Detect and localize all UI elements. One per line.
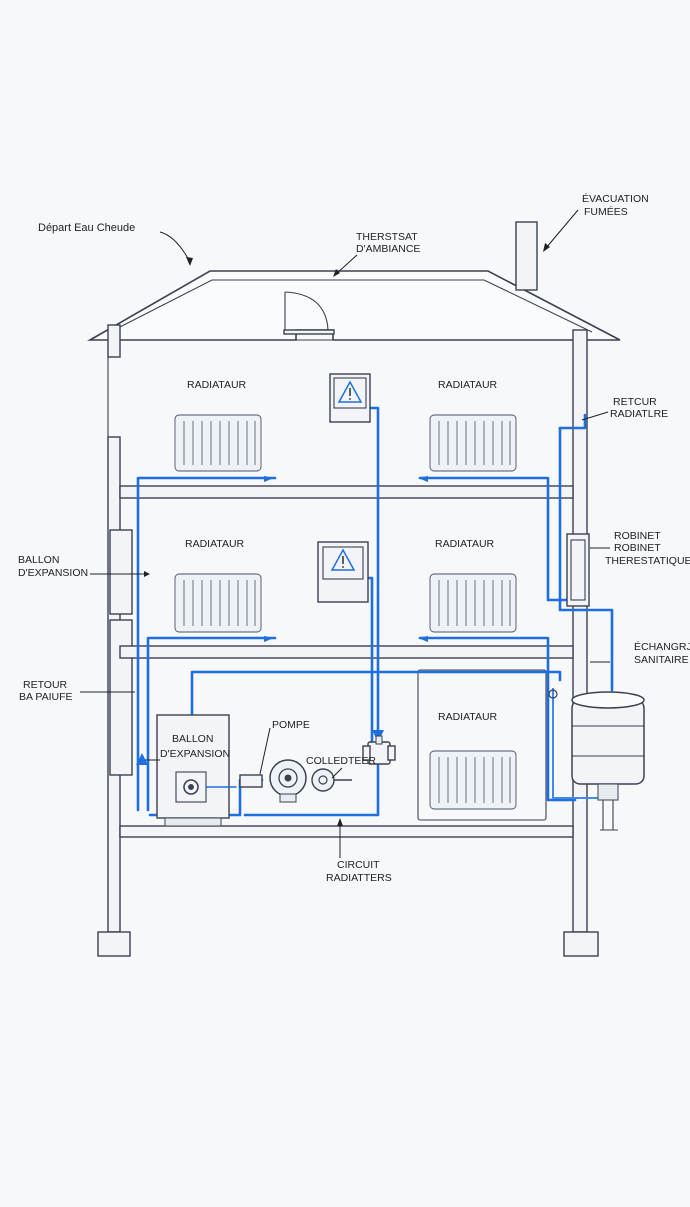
label-ballon-expansion-2: D'EXPANSION: [18, 567, 88, 579]
ground-room-frame: [417, 669, 547, 821]
label-robinet-3: THERESTATIQUE: [605, 555, 690, 567]
chimney: [515, 221, 538, 291]
label-radiator: RADIATAUR: [187, 379, 247, 391]
valve-icon: [566, 533, 590, 607]
label-echangeur-1: ÉCHANGRJR: [634, 640, 690, 653]
radiator-icon: [174, 573, 262, 633]
boiler: [156, 714, 237, 827]
pump-icon: [311, 768, 352, 792]
label-ballon-expansion-1: BALLON: [18, 554, 59, 566]
floors: [119, 485, 574, 838]
label-thermostat-1: THERSTSAT: [356, 231, 418, 243]
radiator-icon: [429, 750, 517, 810]
label-thermostat-2: D'AMBIANCE: [356, 243, 420, 255]
label-ballon-box-2: D'EXPANSION: [160, 748, 230, 760]
label-retour-chaudiere-2: BA PAIUFE: [19, 691, 73, 703]
label-robinet-2: ROBINET: [614, 542, 661, 554]
label-robinet-1: ROBINET: [614, 530, 661, 542]
label-retour-radiateur-1: RETCUR: [613, 396, 657, 408]
tank-icon: [548, 689, 645, 831]
radiator-icon: [174, 414, 262, 472]
roof: [87, 270, 621, 341]
warning-icon: [329, 373, 371, 423]
label-retour-chaudiere-1: RETOUR: [23, 679, 68, 691]
label-radiator: RADIATAUR: [435, 538, 495, 550]
label-ballon-box-1: BALLON: [172, 733, 213, 745]
label-retour-radiateur-2: RADIATLRE: [610, 408, 668, 420]
valve-icon: [362, 735, 396, 765]
warning-icon: [317, 541, 369, 603]
label-echangeur-2: SANITAIRE: [634, 654, 689, 666]
pump-icon: [239, 759, 307, 803]
leader-lines: [80, 209, 610, 858]
label-circuit-2: RADIATTERS: [326, 872, 392, 884]
label-collecteur: COLLEDTEER: [306, 755, 376, 767]
radiator-icon: [429, 414, 517, 472]
label-depart-eau-chaude: Départ Eau Cheude: [38, 222, 135, 234]
label-radiator: RADIATAUR: [438, 711, 498, 723]
label-radiator: RADIATAUR: [438, 379, 498, 391]
label-radiator: RADIATAUR: [185, 538, 245, 550]
label-circuit-1: CIRCUIT: [337, 859, 380, 871]
radiator-icon: [429, 573, 517, 633]
label-evacuation-2: FUMÉES: [584, 205, 628, 218]
label-evacuation-1: ÉVACUATION: [582, 192, 649, 205]
labels: Départ Eau Cheude THERSTSAT D'AMBIANCE É…: [18, 192, 690, 884]
label-pompe: POMPE: [272, 719, 310, 731]
